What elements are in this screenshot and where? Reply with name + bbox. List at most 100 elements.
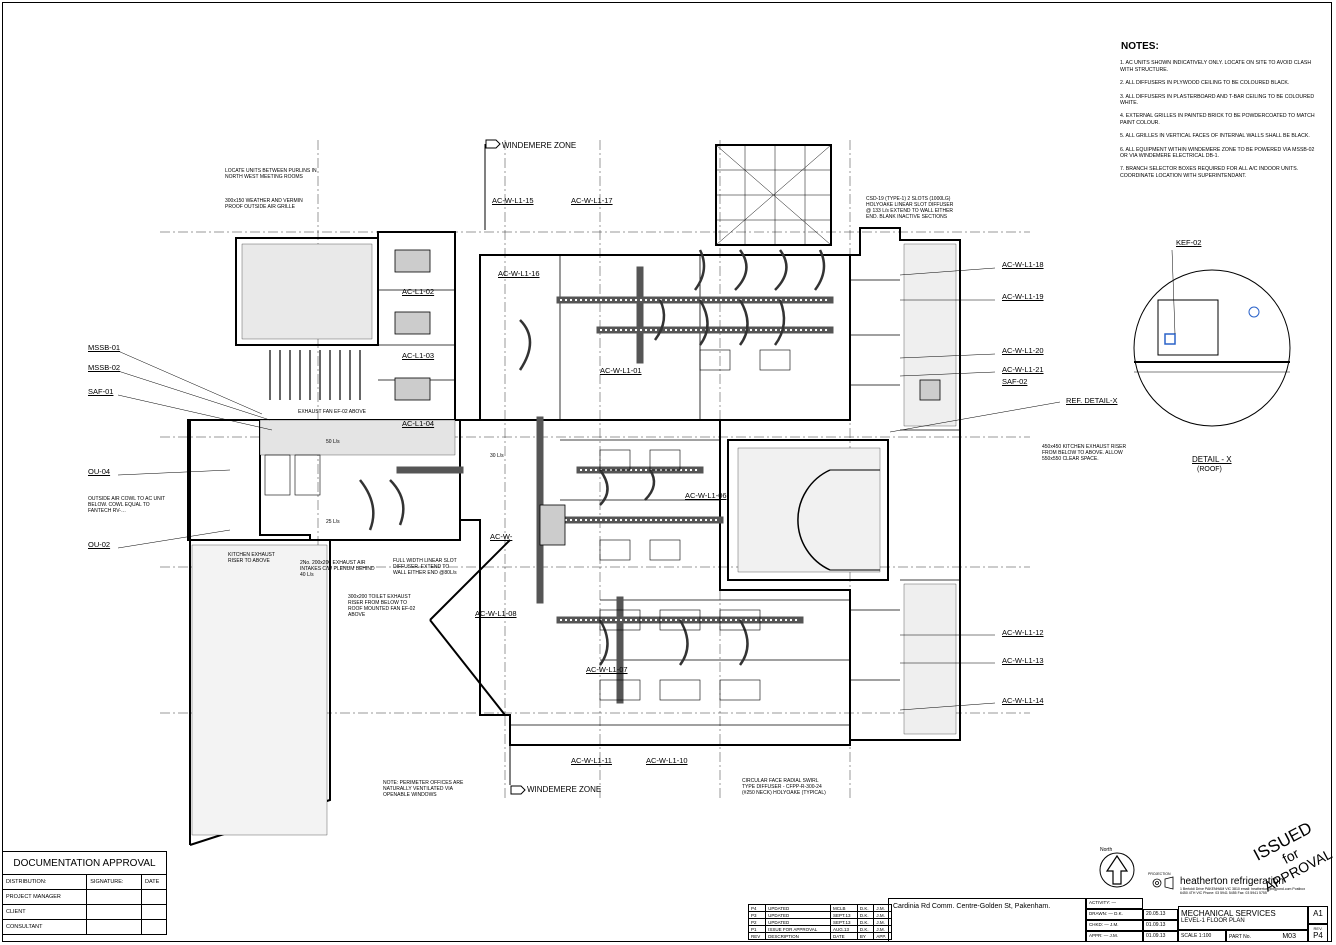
notes-list: 1. AC UNITS SHOWN INDICATIVELY ONLY. LOC… bbox=[1118, 60, 1323, 179]
approval-date-cell[interactable] bbox=[141, 904, 167, 920]
north-arrow bbox=[1099, 852, 1135, 888]
tag-ac-w-l1-07: AC-W-L1-07 bbox=[586, 665, 628, 674]
drawing-title: MECHANICAL SERVICES LEVEL-1 FLOOR PLAN bbox=[1178, 906, 1308, 930]
note-item: 1. AC UNITS SHOWN INDICATIVELY ONLY. LOC… bbox=[1120, 60, 1312, 73]
rev-cell: D.K. bbox=[856, 925, 875, 933]
rev-cell: D.K. bbox=[856, 918, 875, 926]
rooftop-grid bbox=[715, 144, 832, 246]
projection-label: PROJECTION bbox=[1148, 872, 1171, 876]
detail-x-drawing bbox=[1133, 249, 1291, 427]
note-perimeter: NOTE: PERIMETER OFFICES ARE NATURALLY VE… bbox=[383, 780, 464, 798]
tag-ac-w-l1-17: AC-W-L1-17 bbox=[571, 196, 613, 205]
approval-signature-cell[interactable] bbox=[86, 919, 142, 935]
approved-field: APPR: — J.M. bbox=[1086, 931, 1143, 942]
company-name: heatherton refrigeration bbox=[1180, 876, 1284, 887]
note-item: 3. ALL DIFFUSERS IN PLASTERBOARD AND T-B… bbox=[1120, 93, 1315, 107]
tag-ac-w-l1-01: AC-W-L1-01 bbox=[600, 366, 642, 375]
drawing-name: LEVEL-1 FLOOR PLAN bbox=[1181, 918, 1245, 924]
note-item: 7. BRANCH SELECTOR BOXES REQUIRED FOR AL… bbox=[1120, 166, 1299, 179]
tag-saf-02: SAF-02 bbox=[1002, 377, 1028, 386]
rev-cell: D.K. bbox=[856, 904, 875, 912]
rev-cell: P2 bbox=[747, 918, 767, 926]
tag-ac-w-l1-19: AC-W-L1-19 bbox=[1002, 292, 1044, 301]
tag-ou-02: OU-02 bbox=[88, 540, 111, 549]
north-label: North bbox=[1100, 847, 1113, 853]
rev-cell: P1 bbox=[747, 925, 767, 933]
checked-field: CHKD: — J.M. bbox=[1086, 920, 1143, 931]
revision-cell: REV. P4 bbox=[1308, 924, 1328, 942]
rev-cell: BY bbox=[856, 932, 875, 940]
approval-row: CONSULTANT bbox=[1, 919, 88, 935]
project-name: Cardinia Rd Comm. Centre-Golden St, Pake… bbox=[888, 898, 1086, 942]
sheet-size: A1 bbox=[1308, 906, 1328, 924]
tag-ac-l1-02: AC-L1-02 bbox=[402, 287, 435, 296]
note-item: 2. ALL DIFFUSERS IN PLYWOOD CEILING TO B… bbox=[1120, 80, 1290, 87]
tag-ac-w-l1-14: AC-W-L1-14 bbox=[1002, 696, 1044, 705]
tag-ref-detail-x: REF. DETAIL-X bbox=[1066, 396, 1118, 405]
tag-ac-w-l1-20: AC-W-L1-20 bbox=[1002, 346, 1044, 355]
general-notes: NOTES: 1. AC UNITS SHOWN INDICATIVELY ON… bbox=[1118, 41, 1323, 186]
tag-kef-02: KEF-02 bbox=[1176, 238, 1202, 247]
zone-markers bbox=[484, 139, 526, 795]
rev-cell: ISSUE FOR APPROVAL bbox=[765, 925, 831, 933]
rev-cell: UPDATED bbox=[765, 904, 831, 912]
rev-cell: MCLB bbox=[829, 904, 858, 912]
note-weather-grille: 300x150 WEATHER AND VERMIN PROOF OUTSIDE… bbox=[225, 198, 303, 210]
rev-cell: DATE bbox=[829, 932, 858, 940]
tag-saf-01: SAF-01 bbox=[88, 387, 114, 396]
note-linear-slot: FULL WIDTH LINEAR SLOT DIFFUSER. EXTEND … bbox=[393, 558, 457, 576]
part-no-label: PART No. bbox=[1229, 934, 1251, 940]
title-block: Cardinia Rd Comm. Centre-Golden St, Pake… bbox=[888, 876, 1328, 942]
flex-ducts bbox=[359, 249, 826, 666]
tag-ac-w-l1-11: AC-W-L1-11 bbox=[571, 756, 612, 765]
rev-cell: UPDATED bbox=[765, 918, 831, 926]
approved-date: 01.09.13 bbox=[1143, 931, 1178, 942]
tag-ac-w-l1-15: AC-W-L1-15 bbox=[492, 196, 534, 205]
projection-symbol bbox=[1152, 876, 1174, 890]
tag-ou-04: OU-04 bbox=[88, 467, 111, 476]
approval-date-cell[interactable] bbox=[141, 919, 167, 935]
note-kitchen-riser: 450x450 KITCHEN EXHAUST RISER FROM BELOW… bbox=[1042, 444, 1127, 462]
tag-ac-w: AC-W- bbox=[490, 532, 513, 541]
tag-ac-w-l1-13: AC-W-L1-13 bbox=[1002, 656, 1044, 665]
scale-field: SCALE 1:100 bbox=[1178, 930, 1226, 942]
detail-x-title: DETAIL - X bbox=[1192, 455, 1232, 464]
activity-field: ACTIVITY: — bbox=[1086, 898, 1143, 909]
detail-x-subtitle: (ROOF) bbox=[1197, 466, 1222, 473]
louvres bbox=[269, 350, 361, 400]
drawn-date: 20.05.13 bbox=[1143, 909, 1178, 920]
tag-ac-w-l1-21: AC-W-L1-21 bbox=[1002, 365, 1044, 374]
approval-signature-cell[interactable] bbox=[86, 904, 142, 920]
leader-lines bbox=[117, 267, 1061, 711]
flow-label-50: 50 L/s bbox=[326, 439, 340, 445]
approval-signature-cell[interactable] bbox=[86, 889, 142, 905]
building-outline bbox=[187, 144, 961, 846]
rev-cell: SEPT.13 bbox=[829, 911, 858, 919]
approval-header: SIGNATURE: bbox=[86, 874, 142, 890]
approval-date-cell[interactable] bbox=[141, 889, 167, 905]
documentation-approval-table: DOCUMENTATION APPROVAL DISTRIBUTION: SIG… bbox=[1, 851, 167, 935]
note-exhaust-air: 2No. 200x200 EXHAUST AIR INTAKES C/W PLE… bbox=[300, 560, 375, 578]
tag-ac-w-l1-10: AC-W-L1-10 bbox=[646, 756, 688, 765]
tag-mssb-02: MSSB-02 bbox=[88, 363, 121, 372]
note-toilet-exhaust: 300x200 TOILET EXHAUST RISER FROM BELOW … bbox=[348, 594, 416, 618]
note-outside-air: OUTSIDE AIR COWL TO AC UNIT BELOW. COWL … bbox=[88, 496, 166, 514]
note-kitchen-exhaust: KITCHEN EXHAUST RISER TO ABOVE bbox=[228, 552, 275, 564]
checked-date: 01.09.13 bbox=[1143, 920, 1178, 931]
rev-cell: UPDATED bbox=[765, 911, 831, 919]
tag-ac-w-l1-08: AC-W-L1-08 bbox=[475, 609, 517, 618]
tag-ac-l1-04: AC-L1-04 bbox=[402, 419, 435, 428]
rev-cell: SEPT.13 bbox=[829, 918, 858, 926]
drawing-number: M03 bbox=[1282, 933, 1296, 940]
rev-cell: P3 bbox=[747, 911, 767, 919]
flow-label-30: 30 L/s bbox=[490, 453, 504, 459]
note-locate-units: LOCATE UNITS BETWEEN PURLINS IN NORTH WE… bbox=[225, 168, 317, 180]
note-item: 5. ALL GRILLES IN VERTICAL FACES OF INTE… bbox=[1120, 133, 1310, 140]
note-circular-diffuser: CIRCULAR FACE RADIAL SWIRL TYPE DIFFUSER… bbox=[742, 778, 826, 796]
notes-heading: NOTES: bbox=[1121, 41, 1159, 52]
flow-label-25: 25 L/s bbox=[326, 519, 340, 525]
approval-title: DOCUMENTATION APPROVAL bbox=[2, 851, 167, 875]
